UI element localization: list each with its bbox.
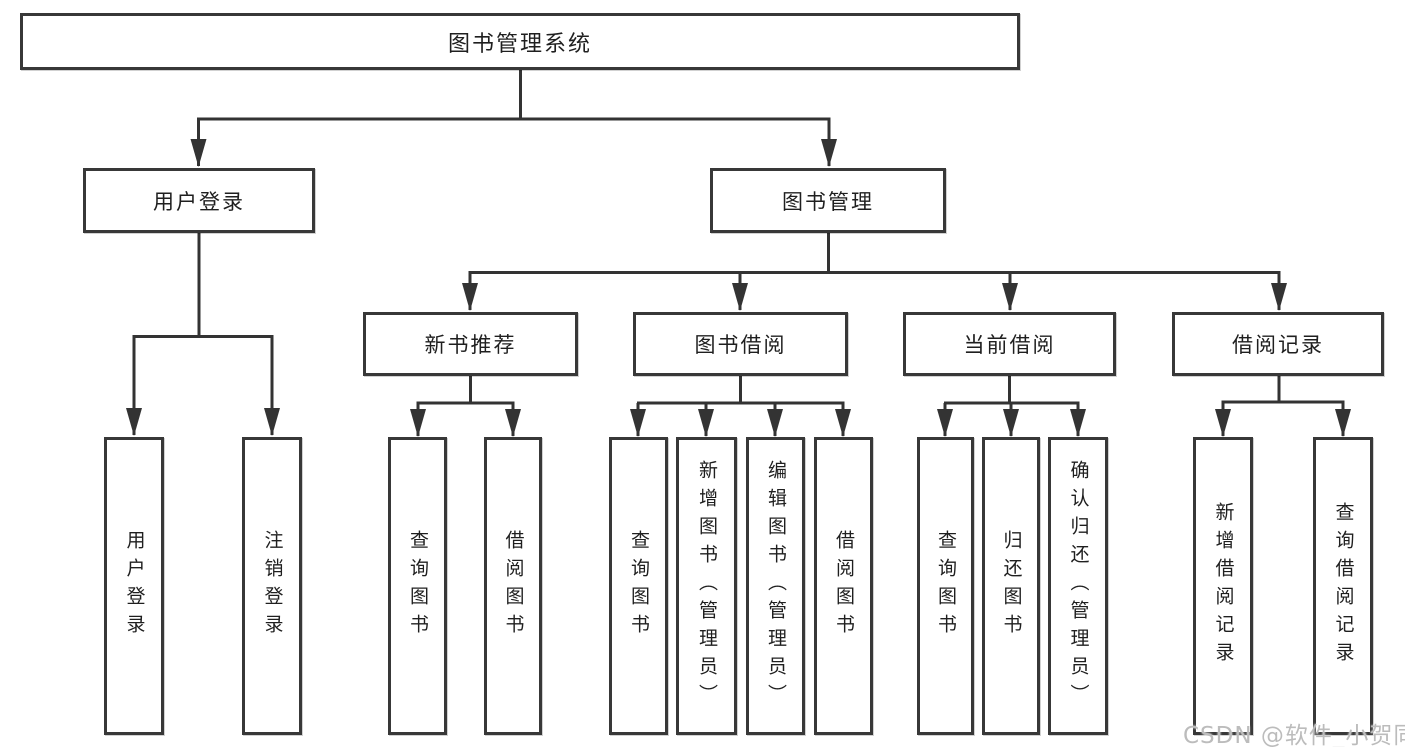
leaf-borrow-query-books: 查询图书 bbox=[609, 437, 668, 735]
leaf-records-query-record: 查询借阅记录 bbox=[1313, 437, 1373, 735]
leaf-borrow-edit-books-admin: 编辑图书（管理员） bbox=[746, 437, 805, 735]
node-current-borrow: 当前借阅 bbox=[903, 312, 1116, 376]
node-book-borrow: 图书借阅 bbox=[633, 312, 848, 376]
node-borrow-records: 借阅记录 bbox=[1172, 312, 1384, 376]
node-new-book-recommend: 新书推荐 bbox=[363, 312, 578, 376]
leaf-borrow-borrow-books: 借阅图书 bbox=[814, 437, 873, 735]
leaf-borrow-add-books-admin: 新增图书（管理员） bbox=[676, 437, 737, 735]
leaf-newrec-borrow-books: 借阅图书 bbox=[484, 437, 542, 735]
leaf-current-query-books: 查询图书 bbox=[917, 437, 974, 735]
leaf-newrec-query-books: 查询图书 bbox=[388, 437, 447, 735]
leaf-user-login: 用户登录 bbox=[104, 437, 164, 735]
node-user-login: 用户登录 bbox=[83, 168, 315, 233]
leaf-user-logout: 注销登录 bbox=[242, 437, 302, 735]
leaf-current-confirm-return-admin: 确认归还（管理员） bbox=[1048, 437, 1108, 735]
leaf-current-return-books: 归还图书 bbox=[982, 437, 1040, 735]
node-book-management: 图书管理 bbox=[710, 168, 946, 233]
leaf-records-add-record: 新增借阅记录 bbox=[1193, 437, 1253, 735]
watermark-text: CSDN @软件_小贺同学 bbox=[1183, 723, 1405, 747]
node-root: 图书管理系统 bbox=[20, 13, 1020, 70]
